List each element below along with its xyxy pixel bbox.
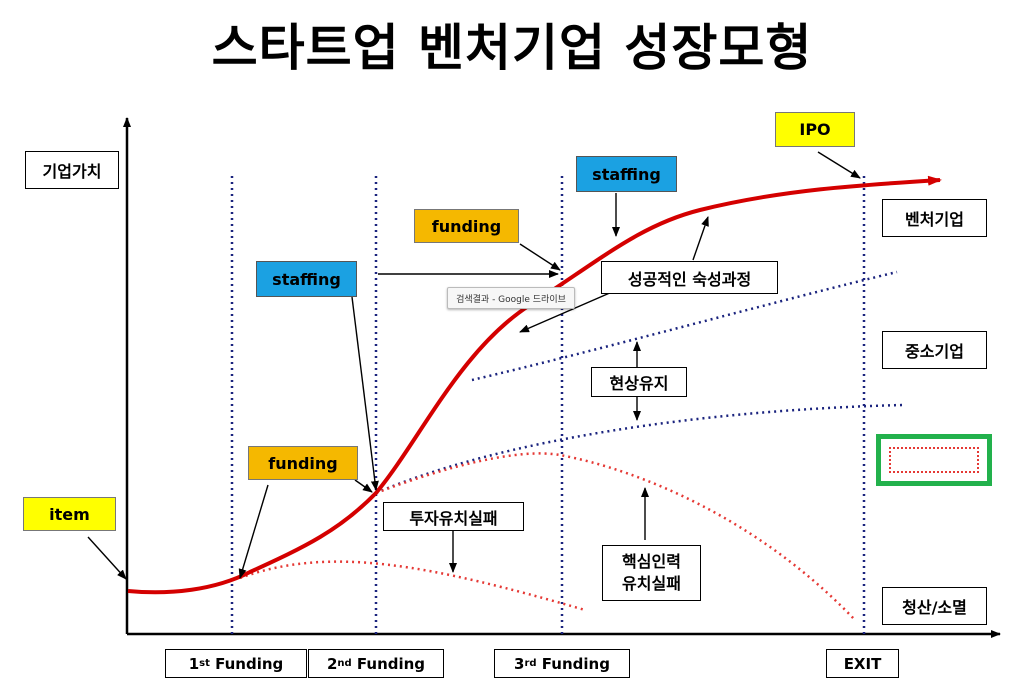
stage-3-number: 3 — [514, 654, 525, 673]
stage-3-text: Funding — [536, 654, 610, 673]
outcome-venture: 벤처기업 — [882, 199, 987, 237]
item-callout: item — [23, 497, 116, 531]
stage-2-text: Funding — [351, 654, 426, 673]
arrow-funding-2-to-curve — [354, 479, 373, 493]
staffing-callout-1: staffing — [256, 261, 357, 297]
arrow-ipo — [817, 151, 861, 179]
stage-2-suffix: nd — [337, 658, 352, 669]
success-annotation: 성공적인 숙성과정 — [601, 261, 778, 294]
stage-label-exit: EXIT — [826, 649, 899, 678]
outcome-sme: 중소기업 — [882, 331, 987, 369]
stage-3-suffix: rd — [524, 658, 537, 669]
talent-fail-line-2: 유치실패 — [622, 574, 681, 593]
empty-placeholder-box — [889, 447, 979, 473]
sme-branch-lower — [375, 403, 904, 495]
arrow-success-down — [519, 291, 613, 333]
tooltip-overlay: 검색결과 - Google 드라이브 — [447, 287, 575, 309]
fail-branch-1 — [239, 560, 586, 612]
talent-fail-line-1: 핵심인력 — [622, 552, 681, 571]
funding-callout-1: funding — [248, 446, 358, 480]
sme-branch-upper — [471, 270, 898, 382]
y-axis-label: 기업가치 — [25, 151, 119, 189]
stage-1-number: 1 — [188, 654, 200, 673]
arrow-funding-3 — [519, 243, 561, 271]
staffing-callout-2: staffing — [576, 156, 677, 192]
invest-fail-annotation: 투자유치실패 — [383, 502, 524, 531]
arrow-funding-1 — [238, 484, 269, 579]
stage-1-text: Funding — [209, 654, 284, 673]
page-title: 스타트업 벤처기업 성장모형 — [211, 19, 813, 77]
funding-callout-2: funding — [414, 209, 519, 243]
ipo-callout: IPO — [775, 112, 855, 147]
arrow-success-up — [692, 216, 709, 261]
highlighted-empty-box[interactable] — [876, 434, 992, 486]
talent-fail-annotation: 핵심인력 유치실패 — [602, 545, 701, 601]
main-growth-curve — [127, 175, 942, 595]
stage-1-suffix: st — [199, 658, 210, 669]
arrow-staffing-1-down — [351, 296, 379, 491]
stage-2-number: 2 — [326, 654, 338, 673]
status-quo-annotation: 현상유지 — [591, 367, 687, 397]
arrow-item — [87, 536, 127, 580]
outcome-liquidation: 청산/소멸 — [882, 587, 987, 625]
